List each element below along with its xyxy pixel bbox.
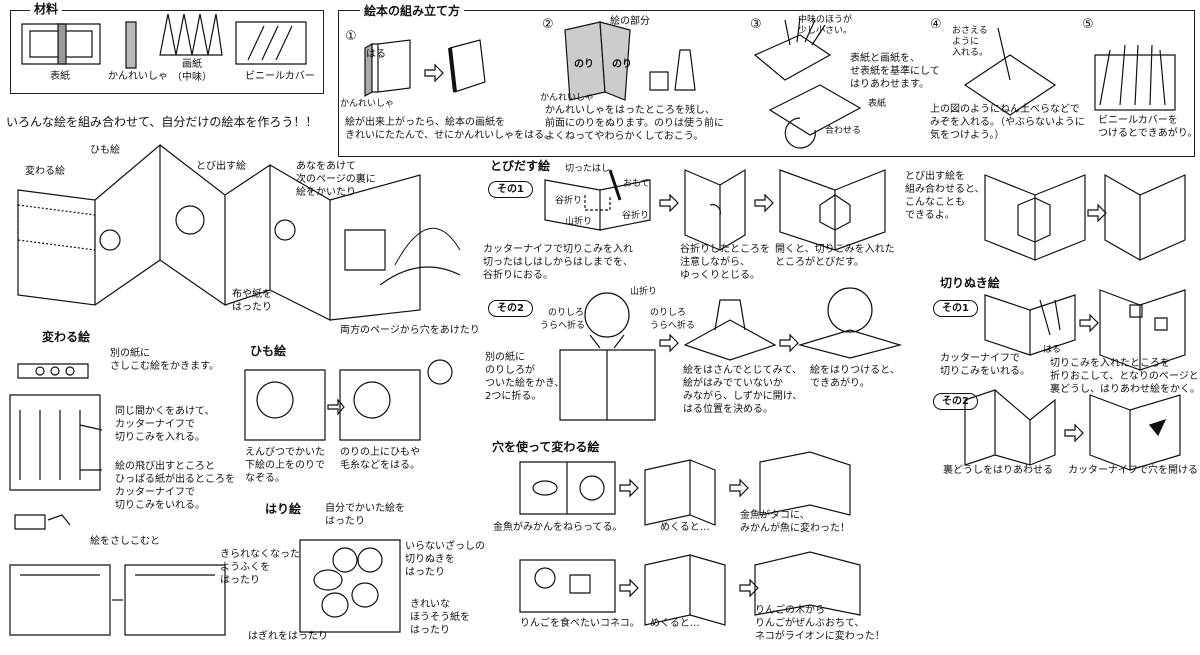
kawaru-title: 変わる絵	[42, 330, 91, 344]
tobidasu-sono1-badge: その1	[488, 181, 533, 198]
kirinuki-sono2-caption-2: カッターナイフで穴を開ける	[1068, 465, 1198, 476]
assembly-box	[338, 10, 1195, 157]
step-1-number: ①	[345, 29, 357, 44]
kirinuki-sono1-caption-2: 切りこみを入れたところを 折りおこして、となりのページと 裏どうし、はりあわせ絵…	[1050, 358, 1200, 395]
kirinuki-sono2-badge: その2	[933, 393, 978, 410]
overview-label-tobidasu: とび出す絵	[196, 161, 246, 172]
tobidasu-sono1-label-valley-a: 谷折り	[555, 196, 583, 206]
step-2-label-glue-b: のり	[612, 59, 632, 70]
tobidasu-sono2-label-mountain: 山折り	[630, 287, 658, 297]
materials-box	[10, 10, 324, 94]
hari-title: はり絵	[265, 502, 302, 516]
step-5-caption: ビニールカバーを つけるとできあがり。	[1098, 115, 1198, 139]
kirinuki-sono1-caption-1: カッターナイフで 切りこみをいれる。	[940, 353, 1030, 377]
hari-label-own-drawing: 自分でかいた絵を はったり	[325, 503, 405, 527]
kawaru-caption-4: 絵をさしこむと	[90, 536, 160, 547]
step-2-label-picture: 絵の部分	[610, 16, 650, 27]
step-2-label-kanreisha: かんれいしゃ	[540, 93, 595, 103]
step-1-label-haru: はる	[366, 49, 386, 60]
overview-label-both-pages: 両方のページから穴をあけたり	[340, 325, 480, 336]
tobidasu-title: とびだす絵	[490, 159, 551, 173]
hari-label-scraps: はぎれをはったり	[248, 631, 328, 642]
step-5-number: ⑤	[1082, 17, 1094, 32]
tobidasu-sono2-caption-3: 絵をはりつけると、 できあがり。	[810, 365, 900, 389]
step-4-label-press: おさえる ように 入れる。	[952, 26, 989, 58]
overview-label-cloth: 布や紙を はったり	[232, 289, 272, 313]
himo-title: ひも絵	[250, 344, 287, 358]
kawaru-caption-3: 絵の飛び出すところと ひっぱる紙が出るところを カッターナイフで 切りこみをいれ…	[115, 461, 235, 511]
ana-caption-lion: りんごの木から りんごがぜんぶおちて、 ネコがライオンに変わった！	[755, 605, 885, 642]
materials-illustrations	[22, 14, 306, 68]
kawaru-caption-1: 別の紙に さしこむ絵をかきます。	[110, 348, 219, 372]
step-1-caption: 絵が出来上がったら、絵本の画紙を きれいにたたんで、せにかんれいしゃをはる。	[345, 117, 555, 141]
overview-book-illustration	[18, 145, 460, 320]
ana-title: 穴を使って変わる絵	[492, 440, 600, 454]
ana-caption-kitten: りんごを食べたいコネコ。	[520, 618, 640, 629]
ana-caption-octopus: 金魚がタコに、 みかんが魚に変わった！	[740, 510, 850, 534]
step-1-label-kanreisha: かんれいしゃ	[340, 99, 395, 109]
materials-item-kanreisha: かんれいしゃ	[108, 71, 168, 82]
tobidasu-sono2-label-fold-a: うらへ折る	[540, 321, 586, 331]
kawaru-caption-2: 同じ間かくをあけて、 カッターナイフで 切りこみを入れる。	[115, 406, 215, 443]
assembly-title: 絵本の組み立て方	[360, 2, 465, 19]
step-2-label-glue-a: のり	[574, 59, 594, 70]
intro-heading: いろんな絵を組み合わせて、自分だけの絵本を作ろう！！	[6, 115, 318, 129]
kirinuki-sono2-caption-1: 裏どうしをはりあわせる	[943, 465, 1053, 476]
tobidasu-sono1-label-valley-b: 谷折り	[622, 211, 650, 221]
himo-illustrations	[245, 360, 452, 440]
step-4-number: ④	[930, 17, 942, 32]
ana-caption-flip-2: めくると…	[650, 618, 700, 629]
ana-caption-goldfish: 金魚がみかんをねらってる。	[493, 522, 623, 533]
hari-label-wrapping: きれいな ほうそう紙を はったり	[410, 599, 470, 636]
step-3-label-cover: 表紙	[868, 99, 887, 109]
himo-caption-2: のりの上にひもや 毛糸などをはる。	[340, 447, 420, 471]
tobidasu-sono1-label-mountain: 山折り	[565, 217, 593, 227]
combine-illustrations	[985, 175, 1185, 260]
himo-caption-1: えんぴつでかいた 下絵の上をのりで なぞる。	[245, 447, 325, 484]
assembly-illustrations	[365, 18, 1175, 148]
kawaru-illustrations	[10, 364, 225, 635]
step-3-label-size: 中味のほうが 少し小さい。	[798, 15, 853, 36]
hari-label-old-clothes: きられなくなった ようふくを はったり	[220, 549, 300, 586]
tobidasu-sono1-label-cut-end: 切ったはし	[565, 164, 611, 174]
kirinuki-sono1-badge: その1	[933, 300, 978, 317]
step-3-number: ③	[750, 17, 762, 32]
tobidasu-sono1-caption-2: 谷折りしたところを 注意しながら、 ゆっくりとじる。	[680, 244, 770, 281]
step-3-label-align: 合わせる	[825, 126, 862, 136]
step-2-number: ②	[542, 17, 554, 32]
materials-item-paper: 画紙 （中味）	[172, 59, 212, 83]
materials-title: 材料	[30, 0, 63, 17]
tobidasu-sono1-label-front: おもて	[623, 179, 650, 189]
kirinuki-title: 切りぬき絵	[940, 276, 1000, 290]
tobidasu-sono2-badge: その2	[488, 300, 533, 317]
ana-illustrations	[520, 452, 860, 625]
tobidasu-sono1-caption-1: カッターナイフで切りこみを入れ 切ったはしはしからはしまでを、 谷折りにおる。	[483, 244, 633, 281]
tobidasu-sono2-label-margin-b: のりしろ	[650, 308, 687, 318]
overview-label-kawaru: 変わる絵	[25, 166, 65, 177]
ana-caption-flip-1: めくると…	[660, 522, 710, 533]
tobidasu-sono2-label-fold-b: うらへ折る	[650, 321, 696, 331]
kirinuki-illustrations	[965, 290, 1185, 470]
overview-label-hole: あなをあけて 次のページの裏に 絵をかいたり	[296, 161, 376, 198]
step-2-caption: かんれいしゃをはったところを残し、 前面にのりをぬります。のりは使う前に よくね…	[545, 105, 724, 142]
materials-item-vinyl: ビニールカバー	[245, 71, 315, 82]
tobidasu-sono2-caption-2: 絵をはさんでとじてみて、 絵がはみでていないか みながら、しずかに開け、 はる位…	[683, 365, 803, 415]
step-3-caption: 表紙と画紙を、 せ表紙を基準にして はりあわせます。	[850, 53, 940, 90]
kirinuki-sono1-label-haru: はる	[1043, 345, 1062, 355]
materials-item-cover: 表紙	[50, 71, 70, 82]
combine-caption: とび出す絵を 組み合わせると、 こんなことも できるよ。	[905, 171, 985, 221]
hari-illustrations	[300, 540, 400, 632]
hari-label-magazine: いらないざっしの 切りぬきを はったり	[405, 541, 485, 578]
tobidasu-sono2-caption-1: 別の紙に のりしろが ついた絵をかき、 2つに折る。	[485, 352, 565, 402]
step-4-caption: 上の図のようにねん土べらなどで みぞを入れる。（やぶらないように 気をつけよう。…	[930, 104, 1085, 141]
tobidasu-sono1-illustrations	[545, 170, 885, 250]
tobidasu-sono2-illustrations	[560, 288, 900, 420]
tobidasu-sono2-label-margin-a: のりしろ	[548, 308, 585, 318]
overview-label-himo: ひも絵	[90, 145, 120, 156]
tobidasu-sono1-caption-3: 開くと、切りこみを入れた ところがとびだす。	[775, 244, 895, 268]
